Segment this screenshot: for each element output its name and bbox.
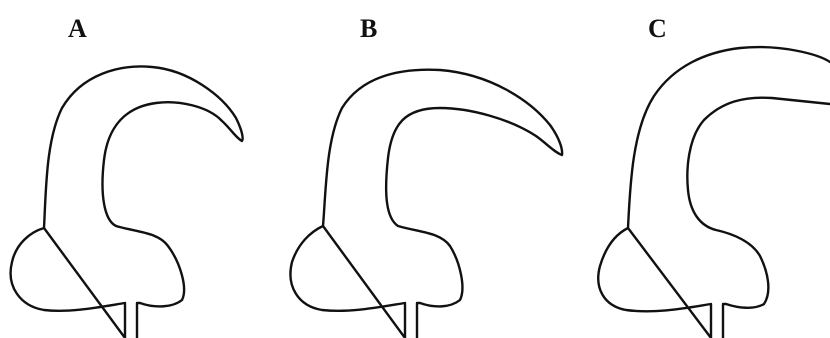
- hook-outline-c: [598, 47, 830, 338]
- hook-outline-b: [290, 70, 562, 338]
- hook-outline-a: [11, 66, 243, 338]
